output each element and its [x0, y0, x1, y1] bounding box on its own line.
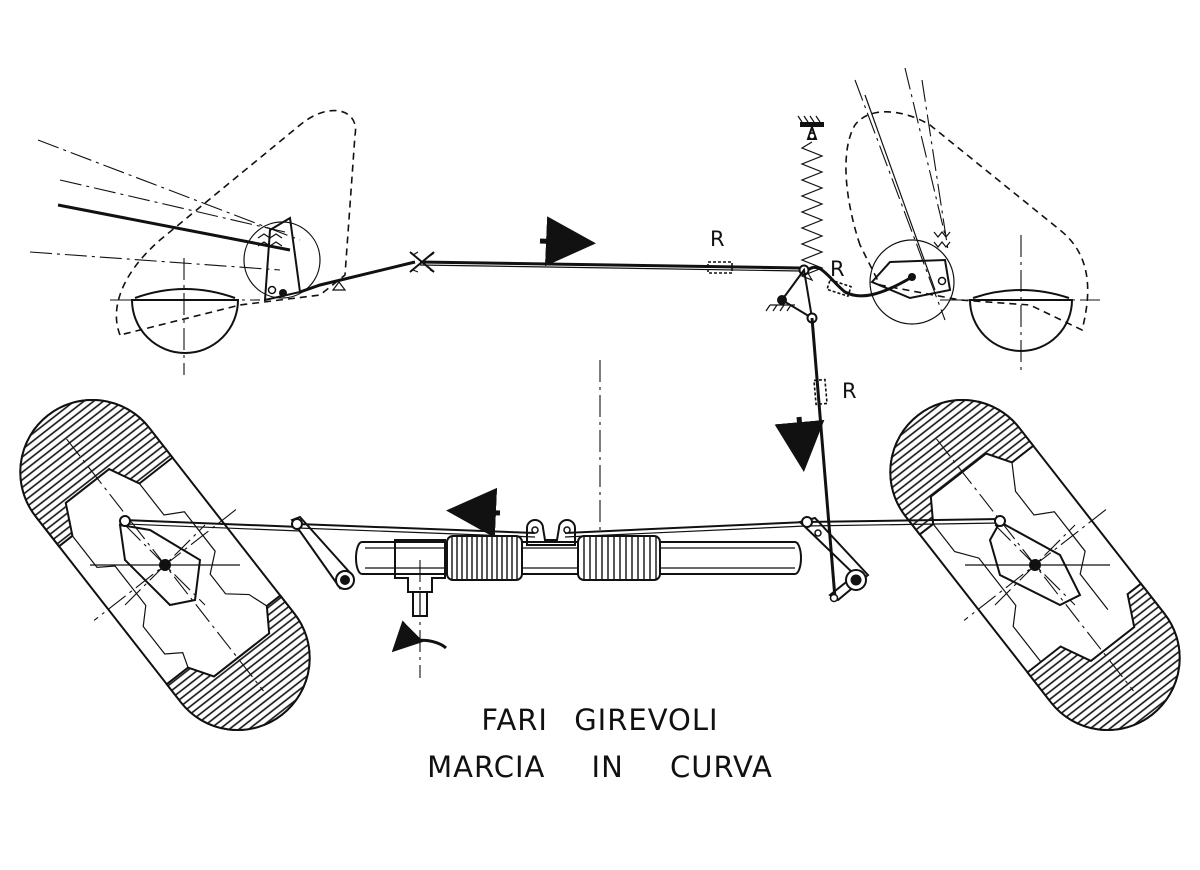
left-wheel-rim-profile: [71, 483, 268, 668]
left-idler-pivot: [340, 575, 350, 585]
right-front-wheel: [889, 399, 1181, 731]
left-rack-bellows: [446, 535, 523, 581]
right-tie-rod-upper: [805, 518, 1001, 523]
tension-spring: [800, 141, 824, 282]
right-tread-front: [889, 399, 1035, 536]
headlight-link-rod: R: [419, 216, 801, 274]
rotation-arrow: [391, 620, 448, 653]
label-r-top: R: [710, 227, 725, 251]
label-r-vertical: R: [842, 379, 857, 403]
right-steering-knuckle: [988, 520, 1082, 607]
center-drag-link-left-upper: [297, 523, 536, 534]
motion-arrow-down: [774, 416, 825, 472]
left-tie-rod-lower: [124, 523, 301, 532]
bellcrank-body: [780, 267, 814, 320]
rack-bracket-pin-right: [563, 526, 571, 534]
left-bellows-outline: [446, 535, 523, 581]
motion-arrow-right: [539, 216, 596, 267]
transverse-rod-upper: [419, 260, 801, 270]
right-wheel-rim-profile: [932, 462, 1109, 663]
bellcrank-ground: [765, 304, 795, 312]
left-tie-rod-end: [119, 515, 131, 527]
vertical-link-rod: [810, 317, 837, 599]
right-fixed-lamp: [968, 299, 1074, 352]
right-mechanism-pin: [937, 276, 947, 286]
left-fixed-lamp: [130, 299, 240, 354]
right-tread-rear: [1026, 582, 1181, 731]
right-pitman-link-pin: [814, 529, 822, 537]
steering-linkage: [119, 487, 1006, 603]
center-drag-link-right-upper: [564, 521, 807, 534]
left-beam-line-2: [57, 203, 291, 252]
left-idler-top-pin: [291, 518, 303, 530]
right-wheel-diag-2: [994, 524, 1076, 606]
caption-line-1: FARI GIREVOLI: [481, 703, 718, 737]
right-tie-rod-end: [994, 515, 1006, 527]
left-lever-arm: [299, 260, 416, 294]
spring-hanger-pin: [808, 132, 816, 140]
spring-anchor-hatch: [797, 115, 821, 123]
left-wheel-diag-2: [124, 524, 206, 606]
left-beam-line-3: [29, 251, 281, 271]
left-headlight-housing-outline: [115, 109, 357, 336]
left-headlight-assembly: [29, 109, 435, 375]
left-swivel-pivot: [279, 289, 287, 297]
bellcrank-fixed-pivot: [777, 295, 787, 305]
adjuster-sleeve-top: [707, 261, 733, 274]
left-tread-rear: [165, 594, 311, 731]
left-guide-hatch: [412, 251, 435, 273]
right-pitman-lower-pin: [829, 593, 839, 603]
left-ground-fixture: [331, 281, 347, 291]
right-wheel-cross: [965, 520, 1110, 607]
left-tread-front: [19, 399, 174, 548]
rack-bracket-pin-left: [531, 526, 539, 534]
right-beam-line-1: [854, 79, 946, 321]
right-pitman-pivot: [850, 574, 862, 586]
pinion-housing: [394, 539, 446, 593]
right-tie-rod-lower: [805, 522, 1001, 527]
left-front-wheel: [19, 399, 311, 731]
right-beam-line-4: [921, 79, 949, 251]
left-beam-line-4: [59, 179, 286, 233]
caption-line-2: MARCIA IN CURVA: [427, 750, 773, 784]
left-steering-knuckle: [118, 523, 202, 607]
steering-rack: [355, 535, 802, 653]
right-beam-line-2: [864, 94, 936, 291]
right-bellows-outline: [577, 535, 661, 581]
transverse-rod-lower: [419, 264, 801, 272]
rack-tube: [355, 541, 802, 575]
center-axes: [419, 360, 601, 678]
right-headlight-housing-outline: [845, 111, 1089, 332]
left-mechanism-pin: [267, 285, 277, 295]
right-pitman-top-pin: [801, 516, 813, 528]
right-beam-line-3: [904, 67, 946, 236]
left-wheel-cross: [90, 523, 240, 607]
left-tie-rod-upper: [124, 519, 301, 528]
left-swivel-reflector: [263, 216, 302, 302]
left-return-spring: [257, 233, 283, 247]
rack-center-bracket: [526, 519, 576, 546]
right-swivel-reflector: [870, 258, 952, 300]
right-return-spring: [933, 231, 951, 248]
adjuster-sleeve-right: [825, 278, 853, 298]
adjuster-sleeve-vertical: [813, 378, 828, 406]
right-swivel-lamp-outline: [869, 239, 955, 325]
motion-arrow-left: [446, 487, 501, 538]
right-cable: [807, 266, 913, 298]
left-beam-line-1: [37, 139, 301, 241]
left-fixed-lamp-lens: [134, 288, 236, 299]
right-headlight-assembly: R: [807, 67, 1100, 375]
label-r-right: R: [830, 257, 845, 281]
right-rack-bellows: [577, 535, 661, 581]
